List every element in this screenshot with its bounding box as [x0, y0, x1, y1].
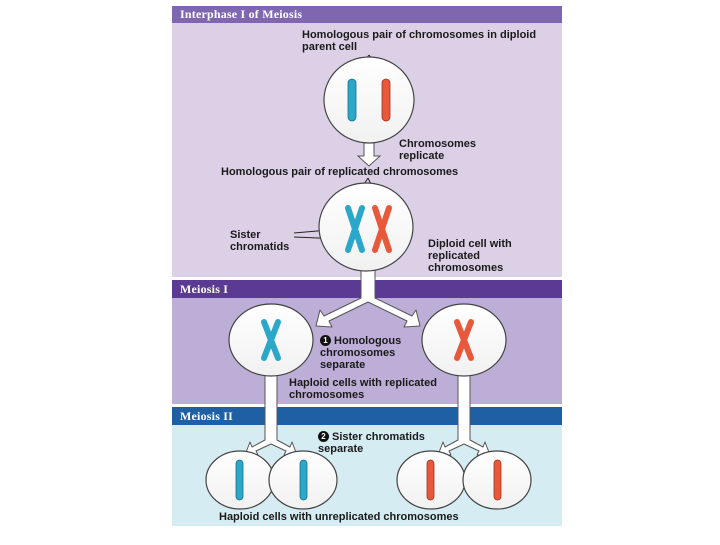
haploid-chromosome-2 — [299, 459, 308, 501]
meiosis2-title: Meiosis II — [180, 409, 233, 423]
parent-chromosome-red — [381, 78, 391, 122]
step1-badge: 1 — [320, 335, 331, 346]
left-meiosis2-arrow — [244, 369, 298, 456]
interphase-band — [172, 6, 562, 23]
parent-cell — [323, 56, 415, 144]
replicated-chromosome-blue — [345, 205, 365, 253]
diploid-replicated-cell — [318, 182, 414, 272]
interphase-title: Interphase I of Meiosis — [180, 7, 303, 21]
step1-text: Homologous chromosomes separate — [320, 335, 402, 371]
step2-badge: 2 — [318, 431, 329, 442]
haploid-chromosome-1 — [235, 459, 244, 501]
haploid-chromosome-3 — [426, 459, 435, 501]
right-meiosis2-arrow — [437, 369, 491, 456]
step2-text: Sister chromatids separate — [318, 431, 425, 455]
replicate-label: Chromosomes replicate — [399, 138, 477, 162]
replication-arrow — [356, 142, 382, 167]
sister-chromatids-label: Sister chromatids — [230, 229, 290, 253]
replicated-chromosome-red — [372, 205, 392, 253]
meiosis1-title: Meiosis I — [180, 282, 229, 296]
replicated-pair-label: Homologous pair of replicated chromosome… — [221, 166, 459, 178]
parent-pair-label: Homologous pair of chromosomes in diploi… — [302, 29, 537, 53]
meiosis1-left-chromosome — [261, 319, 281, 361]
parent-chromosome-blue — [347, 78, 357, 122]
haploid-replicated-label: Haploid cells with replicated chromosome… — [289, 377, 437, 401]
diploid-cell-label: Diploid cell with replicated chromosomes — [428, 238, 512, 274]
haploid-chromosome-4 — [493, 459, 502, 501]
haploid-unreplicated-label: Haploid cells with unreplicated chromoso… — [219, 511, 459, 523]
meiosis1-right-chromosome — [454, 319, 474, 361]
meiosis1-split-arrow — [315, 267, 421, 328]
